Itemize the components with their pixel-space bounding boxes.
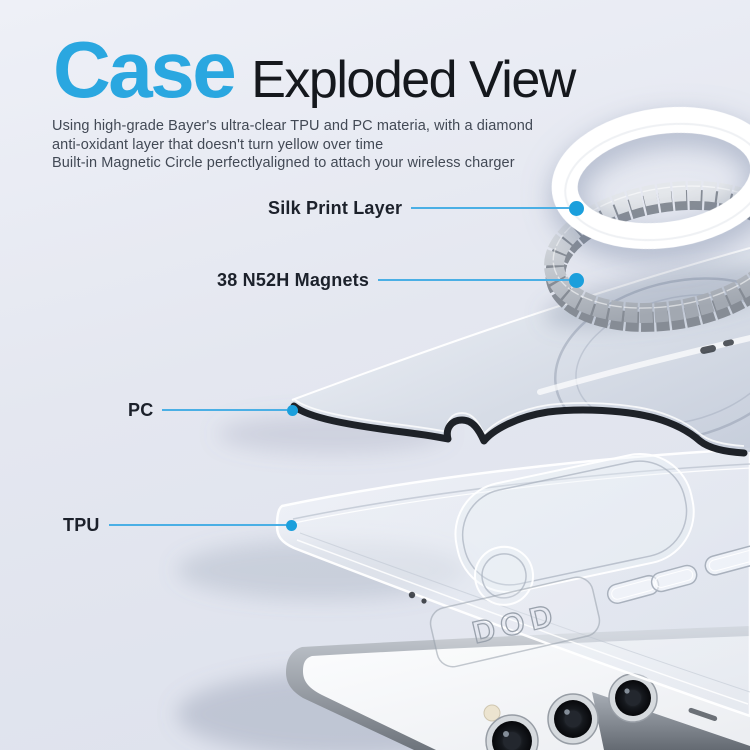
leader-line	[162, 409, 287, 411]
description-line-2: anti-oxidant layer that doesn't turn yel…	[52, 136, 384, 153]
tpu-mic-hole-2	[421, 598, 427, 604]
tpu-camera-cutout	[454, 452, 695, 606]
tpu-side-button-2	[650, 564, 698, 593]
callout-pc-label: PC	[128, 400, 154, 420]
tpu-mic-hole-1	[408, 591, 416, 599]
callout-tpu: TPU	[63, 515, 297, 535]
pc-front-edge-dark	[290, 402, 748, 457]
magnet-ring	[544, 181, 750, 332]
camera-lens-1	[485, 714, 539, 750]
description-line-1: Using high-grade Bayer's ultra-clear TPU…	[52, 118, 534, 134]
title-accent: Case	[53, 25, 237, 114]
leader-dot	[569, 272, 584, 288]
callout-magnets: 38 N52H Magnets	[217, 270, 584, 290]
phone-side-key	[688, 707, 718, 722]
tpu-front-bevel-line	[299, 532, 750, 693]
leader-line	[108, 524, 286, 526]
leader-dot	[286, 519, 297, 531]
leader-line	[411, 207, 569, 209]
leader-dot	[287, 404, 298, 416]
callout-silk-print-layer: Silk Print Layer	[268, 198, 584, 218]
leader-dot	[569, 200, 584, 216]
callout-tpu-label: TPU	[63, 515, 100, 535]
tpu-case-body	[275, 447, 750, 718]
callout-pc: PC	[128, 400, 298, 420]
description: Using high-grade Bayer's ultra-clear TPU…	[52, 117, 533, 173]
tpu-inner-wall-highlight	[293, 467, 750, 524]
camera-lens-3	[608, 673, 658, 723]
camera-lens-2	[547, 693, 599, 745]
title-rest: Exploded View	[251, 51, 576, 109]
page-title: Case Exploded View	[53, 25, 576, 114]
tpu-front-bevel-highlight	[296, 539, 749, 705]
pc-button-slot-2	[723, 339, 734, 347]
tpu-brand-plate: DOD	[429, 576, 601, 668]
camera-flash	[483, 704, 501, 722]
tpu-inner-wall-line	[292, 463, 750, 520]
pc-top-edge-highlight	[291, 247, 750, 401]
leader-line	[378, 279, 569, 281]
silk-print-ring	[551, 106, 750, 250]
callout-magnets-label: 38 N52H Magnets	[217, 270, 370, 290]
pc-button-slot-1	[700, 345, 717, 354]
description-line-3: Built-in Magnetic Circle perfectlyaligne…	[52, 155, 515, 172]
callout-silk-print-layer-label: Silk Print Layer	[268, 198, 403, 218]
